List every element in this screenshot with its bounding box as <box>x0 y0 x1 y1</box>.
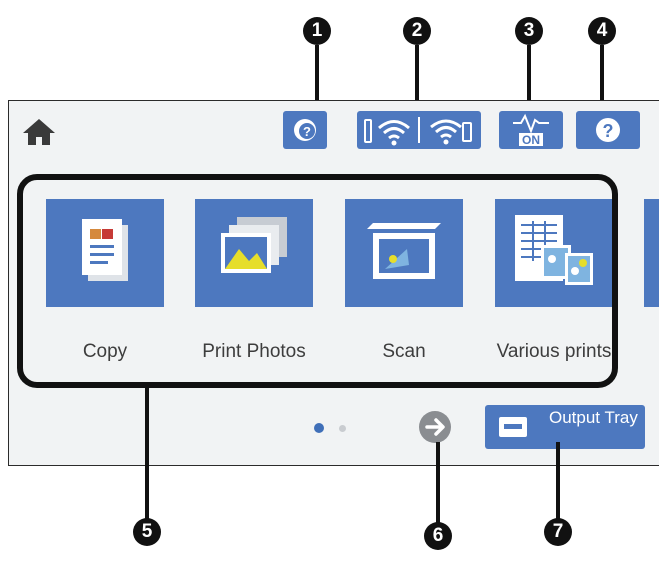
help-status-icon: ? <box>294 119 316 141</box>
various-prints-icon <box>515 215 593 285</box>
eco-on-icon: ON <box>513 113 549 147</box>
svg-text:ON: ON <box>522 133 540 147</box>
callout-5-highlight-box <box>17 174 618 388</box>
callout-5: 5 <box>133 518 161 546</box>
next-page-arrow-icon[interactable] <box>418 410 452 444</box>
callout-4-leader <box>600 45 604 109</box>
network-status-button[interactable] <box>357 111 481 149</box>
callout-1-leader <box>315 45 319 109</box>
eco-mode-button[interactable]: ON <box>499 111 563 149</box>
page-indicator-inactive <box>339 425 346 432</box>
callout-6-leader <box>436 442 440 524</box>
callout-5-leader <box>145 386 149 520</box>
callout-6: 6 <box>424 522 452 550</box>
callout-1: 1 <box>303 17 331 45</box>
app-label-scan: Scan <box>382 341 426 362</box>
control-panel-screen: ? ON ? <box>8 100 659 466</box>
callout-4: 4 <box>588 17 616 45</box>
app-tile-copy[interactable] <box>46 199 164 307</box>
callout-2: 2 <box>403 17 431 45</box>
app-tile-scan[interactable] <box>345 199 463 307</box>
app-label-copy: Copy <box>82 341 128 362</box>
callout-3-leader <box>527 45 531 109</box>
wifi-icon <box>364 117 472 146</box>
home-icon[interactable] <box>21 115 57 147</box>
output-tray-label: Output Tray <box>549 408 638 427</box>
app-tile-print-photos[interactable] <box>195 199 313 307</box>
output-tray-icon <box>499 417 527 437</box>
app-tile-various-prints[interactable] <box>495 199 613 307</box>
app-tile-next-partial[interactable] <box>644 199 659 307</box>
help-button[interactable]: ? <box>576 111 640 149</box>
callout-7-leader <box>556 442 560 520</box>
callout-3: 3 <box>515 17 543 45</box>
page-indicator-active <box>314 423 324 433</box>
copy-icon <box>82 219 128 281</box>
callout-7: 7 <box>544 518 572 546</box>
app-label-print-photos: Print Photos <box>202 341 306 362</box>
callout-2-leader <box>415 45 419 109</box>
svg-text:?: ? <box>603 121 614 141</box>
scan-icon <box>367 223 441 279</box>
svg-text:?: ? <box>303 124 311 139</box>
output-tray-button[interactable]: Output Tray <box>485 405 645 449</box>
app-label-various-prints: Various prints <box>496 341 612 362</box>
help-icon: ? <box>596 118 620 142</box>
print-photos-icon <box>221 217 287 273</box>
help-status-button[interactable]: ? <box>283 111 327 149</box>
